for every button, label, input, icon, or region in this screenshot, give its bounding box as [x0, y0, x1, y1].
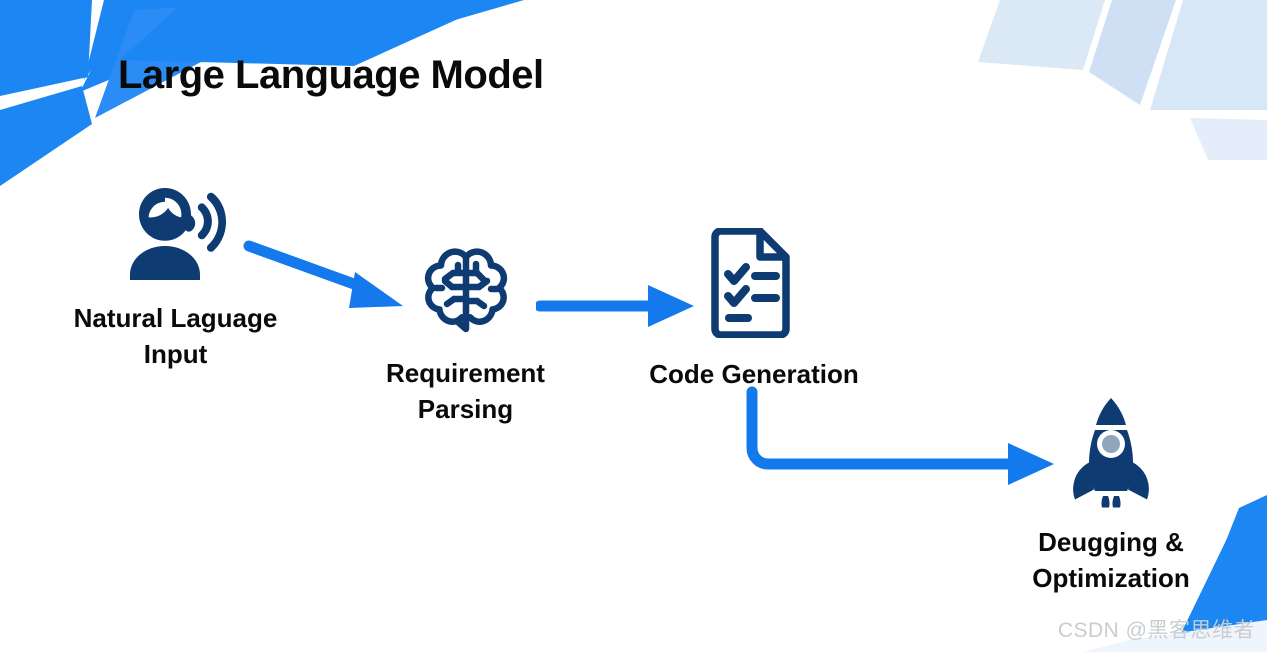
flow-node-debugging-optimization[interactable]: Deugging & Optimization: [1006, 396, 1216, 597]
flow-node-requirement-parsing[interactable]: Requirement Parsing: [358, 243, 573, 428]
csdn-watermark: CSDN @黑客思维者: [1057, 619, 1255, 642]
document-checklist-icon: [710, 227, 798, 343]
flow-node-label: Code Generation: [649, 359, 859, 389]
flow-node-label: Deugging & Optimization: [1032, 527, 1190, 593]
flow-node-label: Natural Laguage Input: [73, 303, 278, 369]
person-speaking-icon: [124, 186, 228, 287]
flow-node-code-generation[interactable]: Code Generation: [630, 227, 878, 393]
brain-icon: [414, 243, 518, 344]
pale-blue-bands-decor: [978, 0, 1267, 160]
flow-node-natural-language-input[interactable]: Natural Laguage Input: [38, 186, 313, 373]
flow-node-label: Requirement Parsing: [386, 358, 545, 424]
page-title: Large Language Model: [118, 53, 544, 97]
rocket-icon: [1063, 396, 1159, 513]
